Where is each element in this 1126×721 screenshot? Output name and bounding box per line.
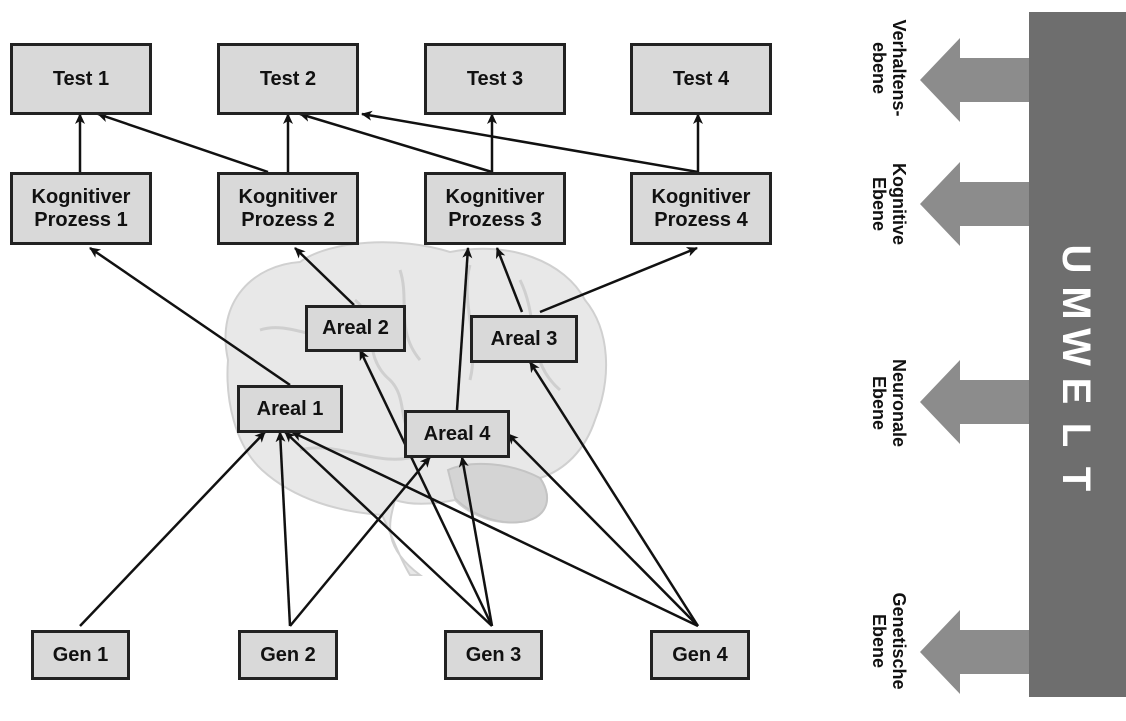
test-1-box: Test 1	[10, 43, 152, 115]
process-4-box: Kognitiver Prozess 4	[630, 172, 772, 245]
environment-letter-l: L	[1054, 422, 1098, 448]
environment-letter-w: W	[1054, 328, 1098, 366]
gen-3-box: Gen 3	[444, 630, 543, 680]
level-label-genetic: Genetische Ebene	[869, 592, 909, 690]
process-1-box: Kognitiver Prozess 1	[10, 172, 152, 245]
areal-2-box: Areal 2	[305, 305, 406, 352]
environment-letter-t: T	[1054, 466, 1098, 492]
process-2-box: Kognitiver Prozess 2	[217, 172, 359, 245]
arrow-areal1-process1	[89, 246, 291, 387]
areal-3-box: Areal 3	[470, 315, 578, 363]
process-3-box: Kognitiver Prozess 3	[424, 172, 566, 245]
connections	[75, 110, 703, 628]
arrow-gen2-areal4	[289, 456, 431, 627]
environment-letter-m: M	[1054, 286, 1098, 320]
level-label-cognitive: Kognitive Ebene	[869, 162, 909, 245]
environment-letter-e: E	[1054, 377, 1098, 405]
arrow-areal4-process3	[455, 247, 473, 411]
arrow-areal3-process4	[539, 246, 698, 314]
arrow-areal3-process3	[495, 247, 524, 313]
arrow-process4-test2	[361, 110, 699, 174]
areal-1-box: Areal 1	[237, 385, 343, 433]
arrow-process2-test1	[97, 112, 269, 174]
level-arrow-neural	[920, 360, 1044, 444]
level-arrow-genetic	[920, 610, 1044, 694]
diagram: Test 1 Test 2 Test 3 Test 4 Kognitiver P…	[10, 12, 1126, 697]
level-arrows	[920, 38, 1044, 694]
level-arrow-cognitive	[920, 162, 1044, 246]
gen-4-box: Gen 4	[650, 630, 750, 680]
arrow-gen3-areal4	[458, 456, 494, 627]
arrow-gen1-areal1	[79, 431, 266, 627]
arrow-gen4-areal1	[291, 430, 699, 628]
environment-bar	[1029, 12, 1126, 697]
level-label-neural: Neuronale Ebene	[869, 358, 909, 448]
environment-letter-u: U	[1054, 244, 1098, 274]
test-3-box: Test 3	[424, 43, 566, 115]
arrow-gen4-areal4	[507, 433, 699, 627]
level-arrow-behavior	[920, 38, 1044, 122]
arrow-gen4-areal3	[528, 361, 700, 627]
gen-1-box: Gen 1	[31, 630, 130, 680]
test-4-box: Test 4	[630, 43, 772, 115]
areal-4-box: Areal 4	[404, 410, 510, 458]
test-2-box: Test 2	[217, 43, 359, 115]
arrow-gen3-areal2	[358, 349, 494, 627]
gen-2-box: Gen 2	[238, 630, 338, 680]
arrow-areal2-process2	[294, 247, 355, 306]
arrow-gen2-areal1	[275, 431, 292, 627]
arrow-gen3-areal1	[284, 431, 493, 627]
environment-label: U M W E L T	[1051, 237, 1101, 501]
arrow-process3-test2	[299, 112, 493, 174]
